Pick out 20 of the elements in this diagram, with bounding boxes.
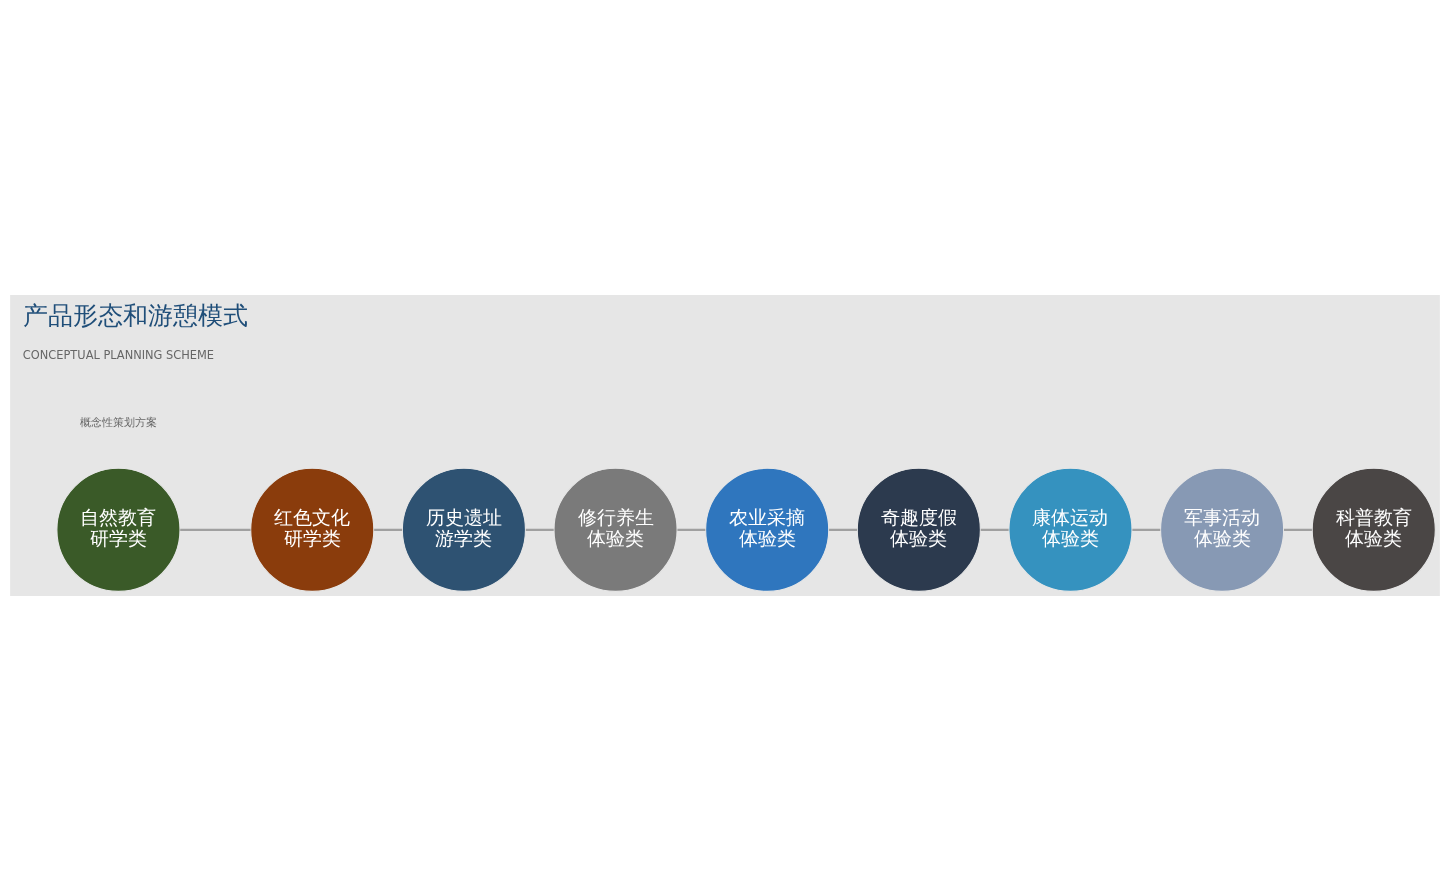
- connector: [374, 528, 403, 531]
- connector: [525, 528, 554, 531]
- connector: [980, 528, 1009, 531]
- node-circle: 修行养生体验类: [553, 467, 678, 592]
- diagram-title: 产品形态和游憩模式: [23, 300, 249, 330]
- connector: [829, 528, 857, 531]
- label: CONCEPTUAL PLANNING SCHEME: [22, 347, 214, 362]
- node-circle: 农业采摘体验类: [705, 467, 830, 592]
- connector: [677, 528, 706, 531]
- label: 概念性策划方案: [79, 414, 157, 429]
- node-circle: 科普教育体验类: [1311, 467, 1436, 592]
- node-circle: 奇趣度假体验类: [856, 467, 981, 592]
- node-circle: 康体运动体验类: [1008, 467, 1133, 592]
- node-circle: 历史遗址游学类: [401, 467, 527, 592]
- connector: [180, 528, 251, 531]
- connector: [1132, 528, 1161, 531]
- node-circle: 军事活动体验类: [1159, 467, 1285, 592]
- connector: [1284, 528, 1312, 531]
- node-circle: 红色文化研学类: [250, 467, 375, 592]
- node-circle: 自然教育研学类: [56, 467, 181, 592]
